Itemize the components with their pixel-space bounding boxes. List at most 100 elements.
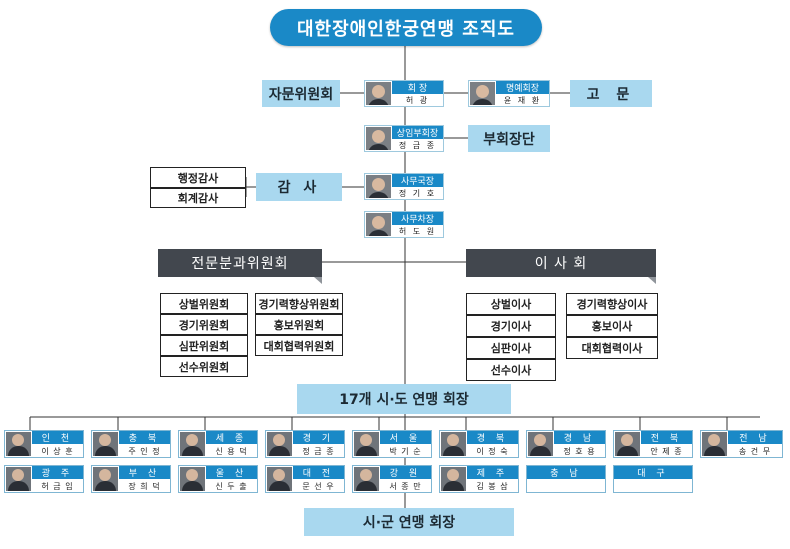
advisory-committee-box: 자문위원회 bbox=[262, 80, 340, 107]
region-president-name: 박 기 순 bbox=[389, 446, 422, 456]
region-president-name: 정 금 종 bbox=[302, 446, 335, 456]
avatar bbox=[267, 432, 292, 456]
board-header: 이 사 회 bbox=[466, 249, 656, 284]
region-label: 울 산 bbox=[206, 466, 257, 479]
region-label: 서 울 bbox=[380, 431, 431, 444]
avatar bbox=[366, 213, 391, 236]
region-president-name: 장 희 덕 bbox=[128, 481, 161, 491]
deputy-secretary-general-card: 사무차장 허 도 원 bbox=[364, 211, 444, 238]
page-title: 대한장애인한궁연맹 조직도 bbox=[270, 9, 542, 46]
region-label: 인 천 bbox=[32, 431, 83, 444]
board-item: 선수이사 bbox=[466, 359, 556, 381]
region-label: 전 남 bbox=[728, 431, 782, 444]
honorary-president-title: 명예회장 bbox=[496, 81, 549, 94]
city-header: 시·군 연맹 회장 bbox=[304, 508, 514, 536]
vice-presidents-box: 부회장단 bbox=[468, 125, 550, 152]
avatar bbox=[441, 467, 466, 491]
committee-item: 경기력향상위원회 bbox=[255, 293, 343, 314]
region-card-chungnam: 충 남 bbox=[526, 465, 606, 493]
region-card-incheon: 인 천 이 상 훈 bbox=[4, 430, 84, 458]
region-label: 세 종 bbox=[206, 431, 257, 444]
region-label: 광 주 bbox=[32, 466, 83, 479]
avatar bbox=[267, 467, 292, 491]
region-card-sejong: 세 종 신 용 덕 bbox=[178, 430, 258, 458]
committee-item: 상벌위원회 bbox=[160, 293, 248, 314]
region-president-name: 신 용 덕 bbox=[215, 446, 248, 456]
regional-header: 17개 시·도 연맹 회장 bbox=[297, 384, 511, 414]
region-label: 충 남 bbox=[527, 466, 605, 479]
region-card-jeonbuk: 전 북 안 제 종 bbox=[613, 430, 693, 458]
region-label: 부 산 bbox=[119, 466, 170, 479]
committee-item: 심판위원회 bbox=[160, 335, 248, 356]
board-item: 경기력향상이사 bbox=[566, 293, 658, 315]
board-item: 심판이사 bbox=[466, 337, 556, 359]
region-card-chungbuk: 충 북 주 인 정 bbox=[91, 430, 171, 458]
secretary-general-name: 정 기 호 bbox=[398, 189, 437, 198]
board-item: 대회협력이사 bbox=[566, 337, 658, 359]
region-label: 강 원 bbox=[380, 466, 431, 479]
avatar bbox=[470, 82, 495, 105]
region-label: 경 기 bbox=[293, 431, 344, 444]
region-president-name bbox=[527, 480, 605, 492]
region-card-ulsan: 울 산 신 두 출 bbox=[178, 465, 258, 493]
committee-item: 홍보위원회 bbox=[255, 314, 343, 335]
region-president-name: 서 종 만 bbox=[389, 481, 422, 491]
region-card-busan: 부 산 장 희 덕 bbox=[91, 465, 171, 493]
avatar bbox=[366, 82, 391, 105]
region-label: 경 남 bbox=[554, 431, 605, 444]
standing-vice-president-name: 정 금 종 bbox=[398, 141, 437, 150]
region-card-gyeongbuk: 경 북 이 정 숙 bbox=[439, 430, 519, 458]
region-label: 제 주 bbox=[467, 466, 518, 479]
avatar bbox=[702, 432, 727, 456]
standing-vice-president-card: 상임부회장 정 금 종 bbox=[364, 125, 444, 152]
region-card-gyeongnam: 경 남 정 호 용 bbox=[526, 430, 606, 458]
deputy-secretary-general-name: 허 도 원 bbox=[398, 227, 437, 236]
region-president-name: 정 호 용 bbox=[563, 446, 596, 456]
avatar bbox=[6, 432, 31, 456]
secretary-general-card: 사무국장 정 기 호 bbox=[364, 173, 444, 200]
standing-vice-president-title: 상임부회장 bbox=[392, 126, 443, 139]
region-president-name: 문 선 우 bbox=[302, 481, 335, 491]
board-item: 경기이사 bbox=[466, 315, 556, 337]
advisor-box: 고 문 bbox=[570, 80, 652, 107]
admin-audit-box: 행정감사 bbox=[150, 167, 246, 188]
region-president-name: 이 상 훈 bbox=[41, 446, 74, 456]
region-president-name: 허 금 임 bbox=[41, 481, 74, 491]
region-president-name: 신 두 출 bbox=[215, 481, 248, 491]
avatar bbox=[93, 432, 118, 456]
board-item: 홍보이사 bbox=[566, 315, 658, 337]
region-label: 경 북 bbox=[467, 431, 518, 444]
committees-header: 전문분과위원회 bbox=[158, 249, 322, 284]
region-card-jeju: 제 주 김 봉 삼 bbox=[439, 465, 519, 493]
region-card-daegu: 대 구 bbox=[613, 465, 693, 493]
president-name: 허 광 bbox=[405, 96, 430, 105]
auditor-box: 감 사 bbox=[256, 173, 342, 201]
avatar bbox=[366, 175, 391, 198]
committee-item: 경기위원회 bbox=[160, 314, 248, 335]
region-label: 충 북 bbox=[119, 431, 170, 444]
avatar bbox=[180, 467, 205, 491]
region-president-name: 주 인 정 bbox=[128, 446, 161, 456]
honorary-president-name: 윤 재 환 bbox=[503, 96, 542, 105]
committee-item: 선수위원회 bbox=[160, 356, 248, 377]
region-card-daejeon: 대 전 문 선 우 bbox=[265, 465, 345, 493]
region-card-gangwon: 강 원 서 종 만 bbox=[352, 465, 432, 493]
region-label: 대 전 bbox=[293, 466, 344, 479]
region-president-name: 김 봉 삼 bbox=[476, 481, 509, 491]
president-card: 회 장 허 광 bbox=[364, 80, 444, 107]
president-title: 회 장 bbox=[392, 81, 443, 94]
accounting-audit-box: 회계감사 bbox=[150, 188, 246, 208]
region-card-seoul: 서 울 박 기 순 bbox=[352, 430, 432, 458]
avatar bbox=[180, 432, 205, 456]
honorary-president-card: 명예회장 윤 재 환 bbox=[468, 80, 550, 107]
avatar bbox=[366, 127, 391, 150]
committee-item: 대회협력위원회 bbox=[255, 335, 343, 356]
avatar bbox=[528, 432, 553, 456]
avatar bbox=[354, 467, 379, 491]
avatar bbox=[615, 432, 640, 456]
region-president-name: 이 정 숙 bbox=[476, 446, 509, 456]
region-label: 전 북 bbox=[641, 431, 692, 444]
board-item: 상벌이사 bbox=[466, 293, 556, 315]
secretary-general-title: 사무국장 bbox=[392, 174, 443, 187]
avatar bbox=[354, 432, 379, 456]
